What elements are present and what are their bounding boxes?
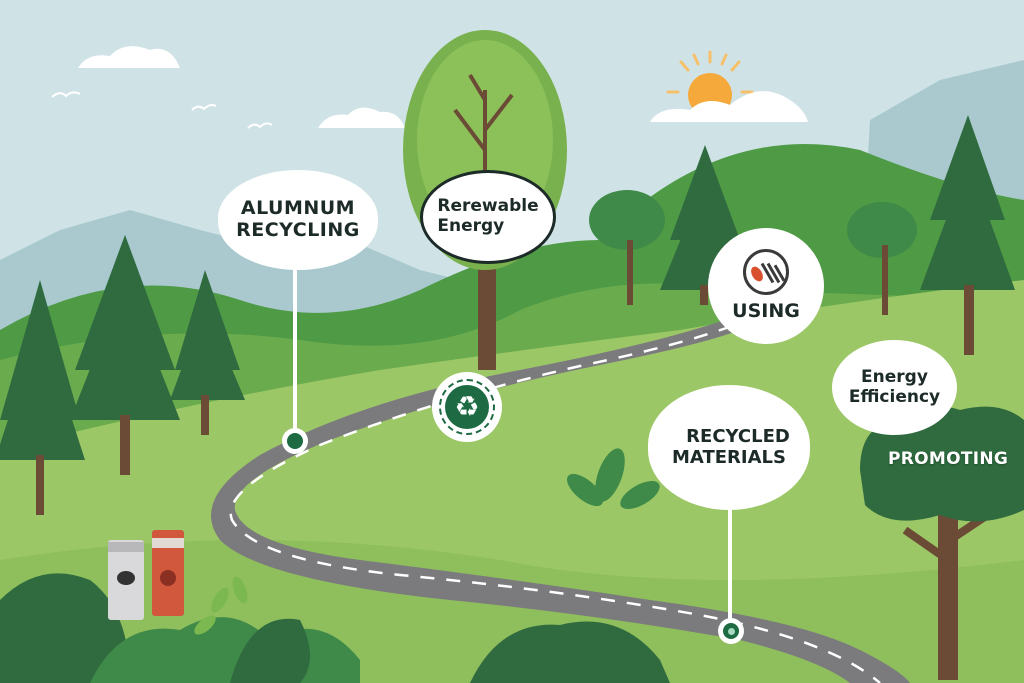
bird-icon [51,91,273,129]
renewable-energy-line1: Rerewable [437,196,539,217]
recycled-materials-pin-dot[interactable] [718,618,744,644]
energy-efficiency-line2: Efficiency [848,386,941,407]
recycled-materials-line2: MATERIALS [672,446,786,468]
renewable-energy-line2: Energy [437,216,505,236]
recycled-materials-line1: RECYCLED [686,425,790,447]
renewable-energy-bubble: Rerewable Energy [420,170,556,264]
aluminum-recycling-line1: ALUMNUM [240,197,356,220]
recycle-icon: ♻ [445,385,489,429]
cloud-icon [78,46,808,128]
energy-efficiency-line1: Energy [861,366,928,387]
promoting-label: PROMOTING [888,449,1009,469]
aluminum-recycling-bubble: ALUMNUM RECYCLING [218,170,378,270]
energy-efficiency-bubble: Energy Efficiency [832,340,957,435]
using-bubble: USING [708,228,824,344]
hands-lines-icon [743,249,789,296]
aluminum-pin-dot[interactable] [282,428,308,454]
using-label: USING [732,300,800,323]
flame-icon [287,433,303,449]
recycle-badge[interactable]: ♻ [432,372,502,442]
recycled-materials-bubble: RECYCLED MATERIALS [648,385,810,510]
aluminum-can-red [152,530,184,616]
aluminum-recycling-line2: RECYCLING [236,219,360,241]
recycled-materials-pin-line [728,508,732,620]
aluminum-can-silver [108,540,144,620]
aluminum-pin-line [293,268,297,428]
